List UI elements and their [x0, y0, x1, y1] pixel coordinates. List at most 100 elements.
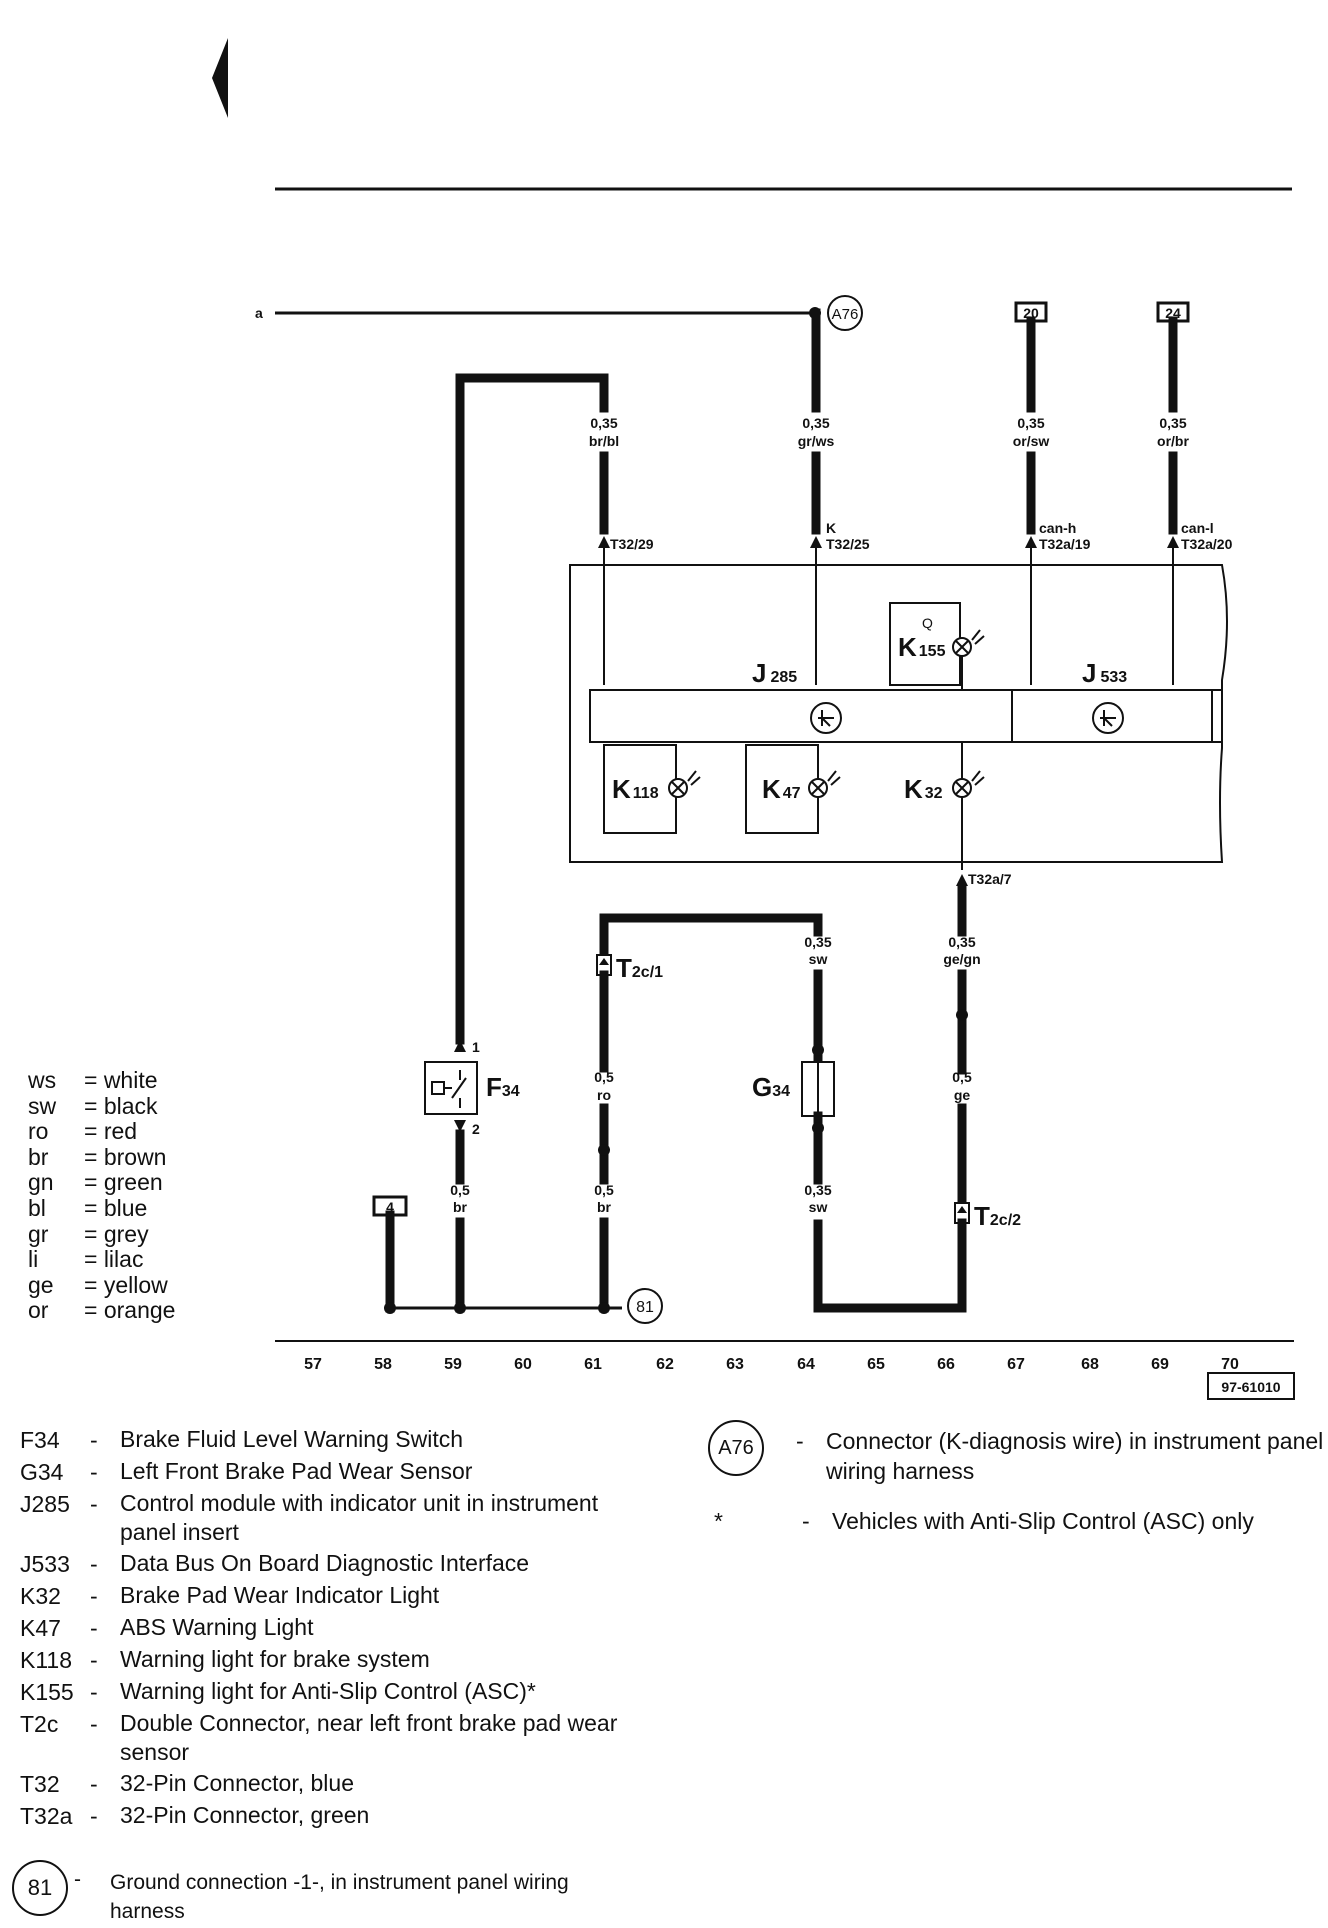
legend-item: J533-Data Bus On Board Diagnostic Interf… [20, 1549, 660, 1579]
legend-code: K118 [20, 1647, 73, 1673]
legend-code: T2c [20, 1711, 59, 1737]
track-number: 58 [374, 1356, 392, 1373]
junction-dot [812, 1122, 824, 1134]
wire-size-label: 0,35 [804, 934, 831, 950]
track-number: 61 [584, 1356, 602, 1373]
wire-sw-return [813, 1218, 967, 1313]
wire-color-label: br [597, 1199, 612, 1215]
connector-4-label: 4 [386, 1199, 394, 1215]
page-back-arrow-icon[interactable] [212, 38, 228, 118]
legend-desc: Brake Pad Wear Indicator Light [120, 1582, 440, 1608]
legend-dash: - [90, 1711, 98, 1737]
legend-desc: ABS Warning Light [120, 1614, 314, 1640]
legend-item: K118-Warning light for brake system [20, 1645, 660, 1675]
ground-note: 81 - Ground connection -1-, in instrumen… [12, 1860, 630, 1926]
track-number: 63 [726, 1356, 744, 1373]
wire-color-label: ro [597, 1087, 611, 1103]
legend-item: * - Vehicles with Anti-Slip Control (ASC… [708, 1506, 1328, 1536]
color-key-name: = yellow [84, 1271, 168, 1298]
k155-q-label: Q [922, 615, 933, 631]
g34-label: G34 [752, 1072, 790, 1102]
track-number: 64 [797, 1356, 815, 1373]
legend-dash: - [90, 1771, 98, 1797]
color-key-row: br = brown [28, 1143, 175, 1171]
f34-pin-1: 1 [472, 1039, 480, 1055]
color-key-name: = white [84, 1067, 158, 1093]
legend-dash: - [90, 1459, 98, 1485]
wire-color-label: or/br [1157, 433, 1189, 449]
track-number: 69 [1151, 1356, 1169, 1373]
legend-code: G34 [20, 1459, 64, 1485]
color-key-abbr: li [28, 1246, 39, 1273]
pin-label: T32a/7 [968, 871, 1012, 887]
pin-label: T32a/20 [1181, 536, 1233, 552]
signal-label: can-h [1039, 520, 1076, 536]
wire-color-label: ge [954, 1087, 971, 1103]
wire-color-label: br [453, 1199, 468, 1215]
color-key-abbr: ro [28, 1118, 49, 1145]
color-key-row: bl= blue [28, 1194, 175, 1222]
wire-size-label: 0,35 [948, 934, 975, 950]
legend-desc: Connector (K-diagnosis wire) in instrume… [826, 1428, 1324, 1484]
color-key-row: ws = white [28, 1067, 175, 1094]
legend-code: J533 [20, 1551, 70, 1577]
wire-size-label: 0,35 [802, 415, 829, 431]
track-number: 67 [1007, 1356, 1025, 1373]
legend-dash: - [796, 1428, 804, 1454]
legend-dash: - [90, 1427, 98, 1453]
pin-label: T32/29 [610, 536, 654, 552]
legend-item: G34-Left Front Brake Pad Wear Sensor [20, 1457, 660, 1487]
color-key-row: ge= yellow [28, 1271, 175, 1299]
figure-number: 97-61010 [1221, 1379, 1280, 1395]
transistor-icon [1092, 702, 1124, 734]
wire-sw-top [599, 913, 823, 960]
legend-item: K155-Warning light for Anti-Slip Control… [20, 1677, 660, 1707]
color-key-row: sw= black [28, 1093, 175, 1120]
wire-size-label: 0,35 [1017, 415, 1044, 431]
track-number: 65 [867, 1356, 885, 1373]
track-number: 66 [937, 1356, 955, 1373]
legend-item: T32a-32-Pin Connector, green [20, 1801, 660, 1831]
legend-code: J285 [20, 1491, 70, 1517]
lamp-icon [952, 770, 985, 798]
color-key-name: = grey [84, 1220, 149, 1247]
lamp-icon [668, 770, 701, 798]
instrument-panel-insert-outline [569, 564, 1228, 863]
wire-color-label: or/sw [1013, 433, 1050, 449]
color-key-name: = blue [84, 1194, 148, 1221]
color-key-row: li= lilac [28, 1247, 175, 1273]
wire-color-label: br/bl [589, 433, 619, 449]
track-number: 57 [304, 1356, 322, 1373]
wire-size-label: 0,35 [1159, 415, 1186, 431]
ground-note-dash: - [74, 1868, 81, 1891]
legend-dash: - [90, 1583, 98, 1609]
legend-code: F34 [20, 1427, 60, 1453]
pin-arrows [598, 536, 1179, 548]
color-key-abbr: ws [28, 1067, 57, 1093]
wire-size-label: 0,5 [450, 1182, 470, 1198]
connector-a76-label: A76 [832, 306, 859, 323]
figure-number-box [1207, 1372, 1295, 1400]
legend-dash: - [90, 1803, 98, 1829]
lamp-icon [952, 629, 985, 657]
legend-item: F34 -Brake Fluid Level Warning Switch [20, 1425, 660, 1455]
wire-color-label: sw [809, 1199, 828, 1215]
legend-desc: Warning light for Anti-Slip Control (ASC… [120, 1678, 536, 1704]
color-key-abbr: gn [28, 1169, 54, 1196]
color-key-abbr: br [28, 1143, 49, 1170]
pin-arrow [454, 1040, 466, 1052]
track-number: 70 [1221, 1356, 1239, 1373]
color-key-name: = brown [84, 1143, 167, 1170]
legend-desc: Brake Fluid Level Warning Switch [120, 1426, 464, 1452]
transistor-icon [810, 702, 842, 734]
legend-dash: - [90, 1615, 98, 1641]
junction-dot [598, 1302, 610, 1314]
ground-note-desc: Ground connection -1-, in instrument pan… [110, 1871, 569, 1923]
color-key-row: gr= grey [28, 1220, 175, 1248]
legend-desc: Double Connector, near left front brake … [120, 1710, 618, 1765]
wire-size-label: 0,35 [590, 415, 617, 431]
legend-code: A76 [708, 1420, 796, 1486]
legend-desc: 32-Pin Connector, blue [120, 1770, 354, 1796]
